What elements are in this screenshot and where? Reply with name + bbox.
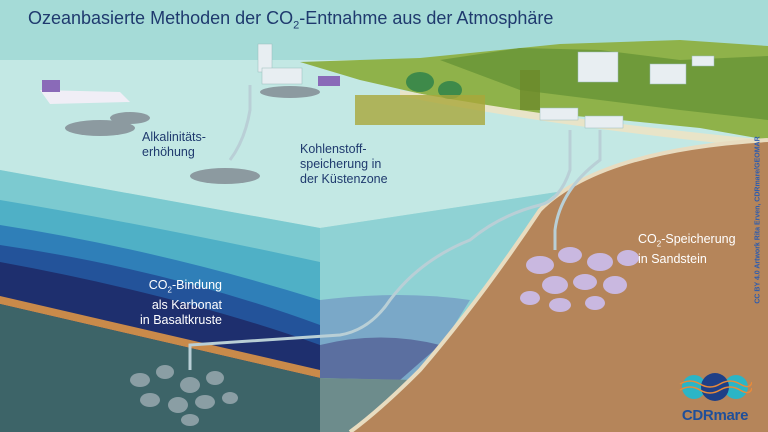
gravel-piles — [65, 86, 320, 184]
label-sandstone: CO2-Speicherung in Sandstein — [638, 232, 736, 267]
label-alkalinity: Alkalinitäts- erhöhung — [142, 130, 206, 160]
title-subscript: 2 — [293, 19, 300, 32]
pipe-alkalinity — [228, 85, 252, 161]
pipe-sandstone — [553, 130, 602, 250]
label-line: der Küstenzone — [300, 172, 388, 186]
label-line: Alkalinitäts- — [142, 130, 206, 144]
basalt-rocks — [130, 365, 238, 426]
title-text-suffix: -Entnahme aus der Atmosphäre — [299, 8, 554, 28]
label-coastal: Kohlenstoff- speicherung in der Küstenzo… — [300, 142, 388, 187]
label-line: speicherung in — [300, 157, 382, 171]
factory-buildings — [257, 43, 715, 129]
sandstone-pores — [520, 247, 639, 312]
label-line: CO2-Bindung — [148, 278, 222, 295]
title-text: Ozeanbasierte Methoden der CO — [28, 8, 294, 28]
label-line: Kohlenstoff- — [300, 142, 367, 156]
page-title: Ozeanbasierte Methoden der CO2-Entnahme … — [28, 8, 553, 32]
coastal-vegetation — [355, 70, 540, 125]
label-line: als Karbonat — [151, 297, 222, 312]
label-line: in Sandstein — [638, 251, 707, 266]
shoreline-edge — [348, 138, 768, 432]
credit-text: CC BY 4.0 Artwork Rita Erven, CDRmare/GE… — [754, 136, 762, 304]
sediment-line — [0, 296, 320, 378]
waves-icon — [679, 373, 753, 401]
label-line: CO2-Speicherung — [638, 232, 736, 249]
ship — [40, 80, 130, 104]
logo-text: CDRmare — [681, 407, 749, 424]
cdrmare-logo: CDRmare — [678, 372, 753, 424]
beach — [400, 90, 768, 148]
truck — [318, 76, 340, 86]
label-basalt: CO2-Bindung als Karbonat in Basaltkruste — [126, 278, 222, 328]
label-line: erhöhung — [142, 145, 195, 159]
label-line: in Basaltkruste — [140, 312, 222, 327]
pipe-basalt — [188, 130, 572, 370]
water-right-dark — [320, 337, 440, 380]
